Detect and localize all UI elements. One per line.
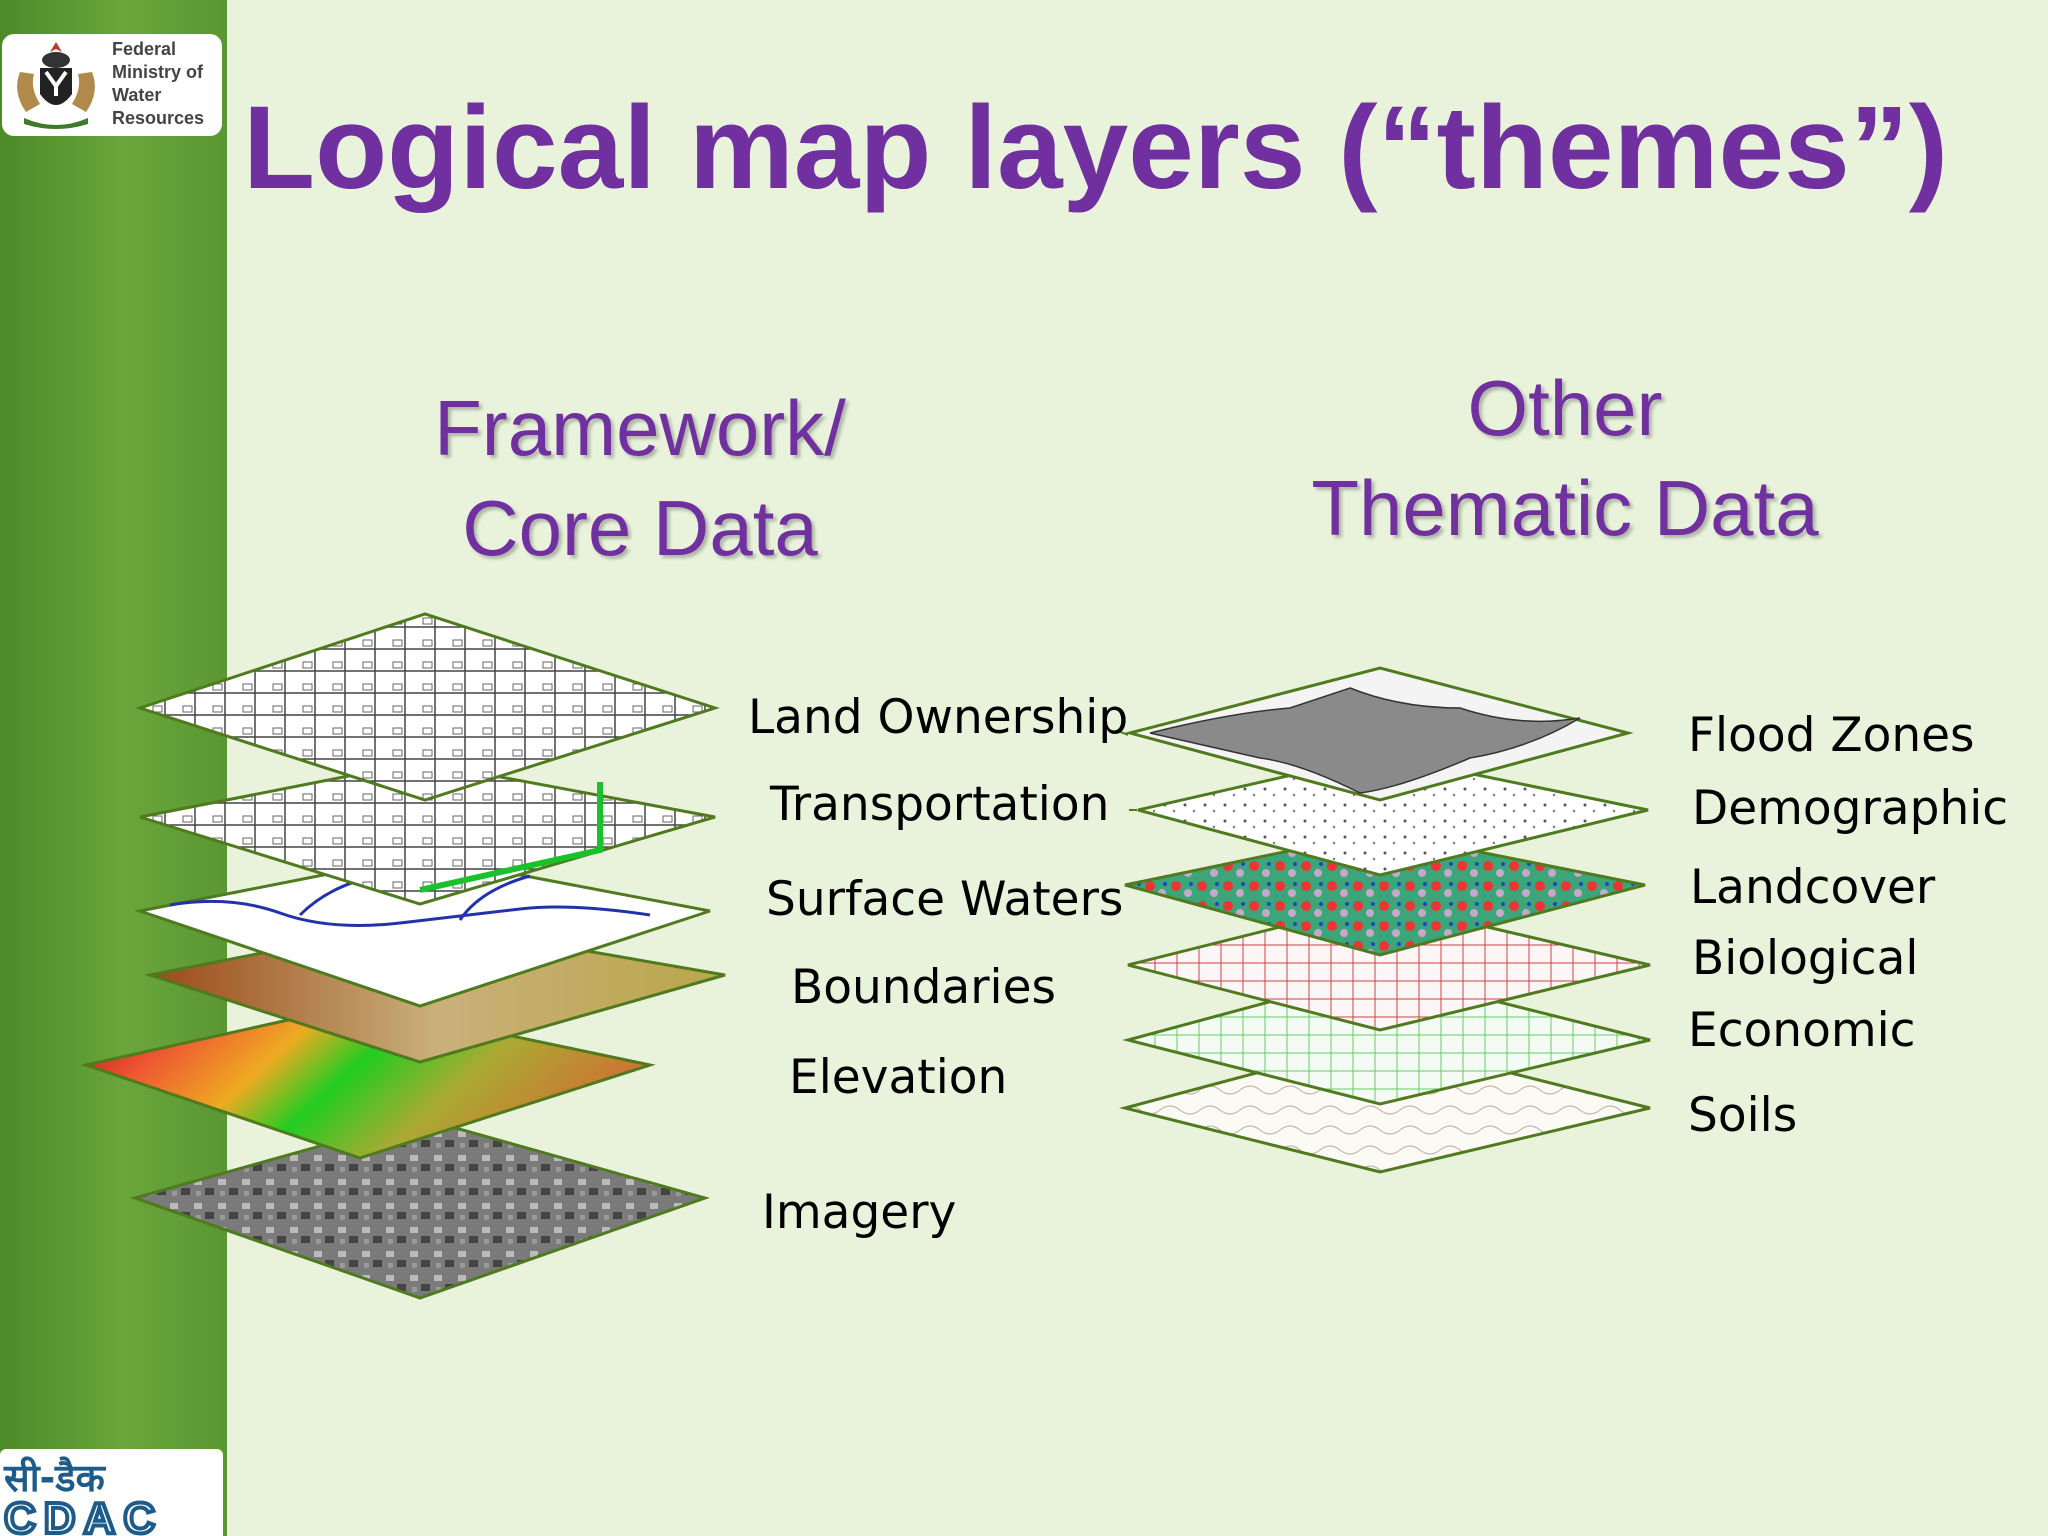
elevation-layer (80, 1002, 656, 1160)
layer-label: Biological (1692, 931, 1919, 986)
highway-line (419, 782, 603, 893)
heading-line: Thematic Data (1311, 464, 1819, 552)
layer-label: Flood Zones (1688, 708, 1975, 763)
logo-text-line: Resources (112, 108, 205, 128)
transportation-layer (139, 760, 716, 906)
right-column-heading: Other Thematic Data (1250, 358, 1880, 558)
layer-label: Soils (1688, 1088, 1798, 1143)
flood-area (1149, 687, 1581, 794)
left-column-heading: Framework/ Core Data (360, 378, 920, 578)
layer-label: Economic (1688, 1003, 1916, 1058)
land-ownership-layer (135, 612, 720, 802)
layer-label: Demographic (1692, 781, 2009, 836)
cdac-logo: सी-डैक CDAC (0, 1449, 223, 1536)
cdac-english-text: CDAC (4, 1494, 163, 1536)
logo-text-line: Water (112, 85, 162, 105)
heading-line: Other (1467, 364, 1663, 452)
sidebar-stripe (0, 0, 227, 1536)
layer-label: Surface Waters (766, 872, 1124, 927)
coat-of-arms-icon (17, 42, 95, 129)
slide-title: Logical map layers (“themes”) (243, 82, 1949, 214)
layer-label: Elevation (789, 1050, 1008, 1105)
layer-label: Boundaries (791, 960, 1056, 1015)
layer-label: Land Ownership (748, 690, 1129, 745)
heading-line: Core Data (462, 484, 818, 572)
logo-text-line: Federal (112, 39, 177, 59)
layer-label: Transportation (770, 777, 1110, 832)
ministry-logo: Federal Ministry of Water Resources (2, 34, 222, 136)
layer-label: Imagery (762, 1185, 957, 1240)
cdac-hindi-text: सी-डैक (3, 1456, 107, 1500)
logo-text-line: Ministry of (112, 62, 204, 82)
cdac-logo-mark: सी-डैक CDAC (2, 1456, 163, 1536)
layer-label: Landcover (1690, 860, 1936, 915)
heading-line: Framework/ (434, 384, 846, 472)
imagery-layer (130, 1116, 710, 1300)
